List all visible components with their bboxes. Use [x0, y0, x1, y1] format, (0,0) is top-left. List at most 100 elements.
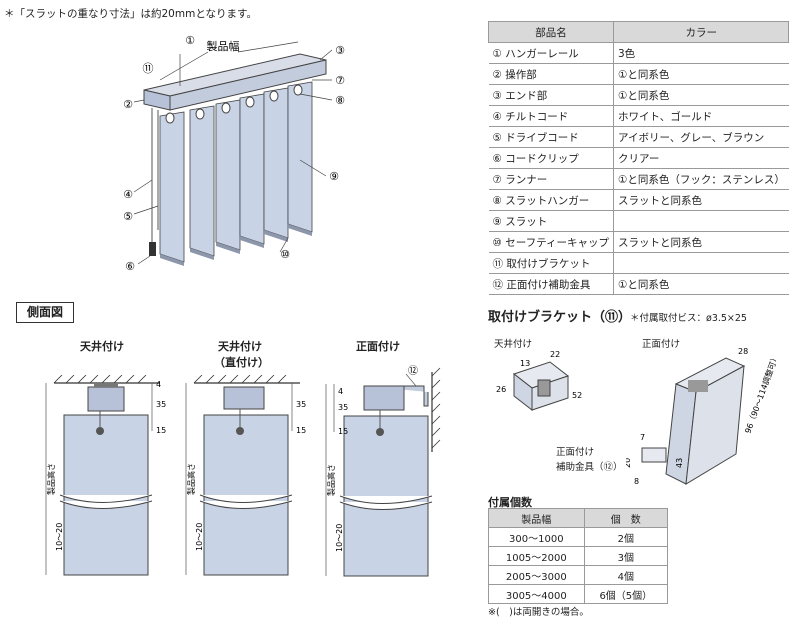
dim-15: 15 [156, 426, 166, 435]
callout-3: ③ [335, 44, 345, 57]
dim-height: 製品高さ [326, 464, 336, 496]
callout-8: ⑧ [335, 94, 345, 107]
dim-28: 28 [738, 347, 748, 356]
part-name: ⑦ ランナー [488, 168, 614, 190]
bracket-ceiling-label: 天井付け [494, 339, 533, 350]
dim-35: 35 [156, 400, 166, 409]
header-color: カラー [612, 21, 790, 43]
callout-12: ⑫ [408, 365, 418, 377]
part-name: ① ハンガーレール [488, 42, 614, 64]
bracket-front-drawing: 28 96（90〜114調整可） 43 20 7 8 [626, 347, 776, 486]
bracket-title: 取付けブラケット（⑪） [488, 310, 632, 325]
part-color: クリアー [612, 147, 789, 169]
part-name: ⑪ 取付けブラケット [488, 252, 614, 274]
aux-label-1: 正面付け [556, 447, 595, 458]
table-row: ⑩ セーフティーキャップスラットと同系色 [488, 231, 789, 253]
blind-diagram: 製品幅 ① ② ③ ④ ⑤ ⑥ ⑦ ⑧ ⑨ ⑩ ⑪ [123, 34, 345, 273]
header-count: 個 数 [583, 508, 669, 528]
count-cell: 3個 [583, 546, 669, 566]
part-name: ⑫ 正面付け補助金具 [488, 273, 614, 295]
part-name: ⑩ セーフティーキャップ [488, 231, 614, 253]
product-width-label: 製品幅 [207, 39, 240, 53]
part-name: ⑥ コードクリップ [488, 147, 614, 169]
dim-15: 15 [338, 427, 348, 436]
callout-10: ⑩ [280, 248, 290, 261]
dim-20: 20 [626, 458, 632, 468]
width-cell: 3005〜4000 [488, 584, 585, 604]
accessories-title: 付属個数 [488, 496, 532, 509]
part-color: ①と同系色（フック：ステンレス） [612, 168, 789, 190]
side-direct-label-2: （直付け） [214, 356, 269, 369]
accessories-header-row: 製品幅 個 数 [488, 508, 669, 528]
part-color: ①と同系色 [612, 273, 789, 295]
width-cell: 1005〜2000 [488, 546, 585, 566]
count-cell: 2個 [583, 527, 669, 547]
dim-bottom: 10〜20 [55, 523, 64, 551]
dim-4: 4 [338, 387, 343, 396]
dim-26: 26 [496, 385, 506, 394]
dim-bottom: 10〜20 [195, 523, 204, 551]
side-direct-label-1: 天井付け [218, 340, 262, 353]
part-color: スラットと同系色 [612, 189, 789, 211]
dim-52: 52 [572, 391, 582, 400]
part-name: ⑤ ドライブコード [488, 126, 614, 148]
dim-bottom: 10〜20 [335, 524, 344, 552]
bracket-note: ＊付属取付ビス：ø3.5×25 [630, 313, 747, 324]
header-part-name: 部品名 [488, 21, 614, 43]
callout-11: ⑪ [143, 62, 154, 75]
part-color [612, 252, 789, 274]
callout-4: ④ [123, 188, 133, 201]
top-note: ＊「スラットの重なり寸法」は約20mmとなります。 [4, 8, 257, 20]
part-name: ③ エンド部 [488, 84, 614, 106]
part-color: 3色 [612, 42, 789, 64]
side-ceiling-label: 天井付け [80, 340, 124, 353]
callout-9: ⑨ [329, 170, 339, 183]
parts-header-row: 部品名 カラー [488, 21, 790, 43]
table-row: ⑧ スラットハンガースラットと同系色 [488, 189, 789, 211]
side-view-title: 側面図 [16, 302, 74, 323]
side-front-label: 正面付け [356, 340, 400, 353]
dim-4: 4 [156, 380, 161, 389]
side-view-front: ⑫ 10〜20 製品高さ 4 35 15 [325, 365, 441, 577]
dim-35: 35 [338, 403, 348, 412]
part-color: ホワイト、ゴールド [612, 105, 789, 127]
callout-6: ⑥ [125, 260, 135, 273]
part-color: アイボリー、グレー、ブラウン [612, 126, 789, 148]
hanger-rail [143, 53, 327, 124]
dim-height: 製品高さ [46, 463, 56, 495]
dim-7: 7 [640, 433, 645, 442]
bracket-front-label: 正面付け [642, 339, 681, 350]
dim-35: 35 [296, 400, 306, 409]
side-view-direct: 10〜20 製品高さ 35 15 [185, 375, 306, 576]
dim-22: 22 [550, 350, 560, 359]
callout-7: ⑦ [335, 74, 345, 87]
table-row: ⑨ スラット [488, 210, 789, 232]
dim-15: 15 [296, 426, 306, 435]
part-color: スラットと同系色 [612, 231, 789, 253]
side-view-ceiling: 10〜20 製品高さ 4 35 15 [45, 375, 166, 576]
callout-5: ⑤ [123, 210, 133, 223]
count-cell: 6個（5個） [583, 584, 669, 604]
part-color: ①と同系色 [612, 63, 789, 85]
accessories-note: ※( )は両開きの場合。 [488, 607, 589, 618]
table-row: ⑤ ドライブコードアイボリー、グレー、ブラウン [488, 126, 789, 148]
part-name: ⑧ スラットハンガー [488, 189, 614, 211]
bracket-ceiling-drawing: 22 13 26 52 [496, 350, 582, 412]
part-color: ①と同系色 [612, 84, 789, 106]
dim-8: 8 [634, 477, 639, 486]
width-cell: 2005〜3000 [488, 565, 585, 585]
table-row: ⑥ コードクリップクリアー [488, 147, 789, 169]
callout-1: ① [185, 34, 195, 47]
header-width: 製品幅 [488, 508, 585, 528]
dim-13: 13 [520, 359, 530, 368]
table-row: ⑪ 取付けブラケット [488, 252, 789, 274]
callout-2: ② [123, 98, 133, 111]
cords [149, 108, 159, 256]
